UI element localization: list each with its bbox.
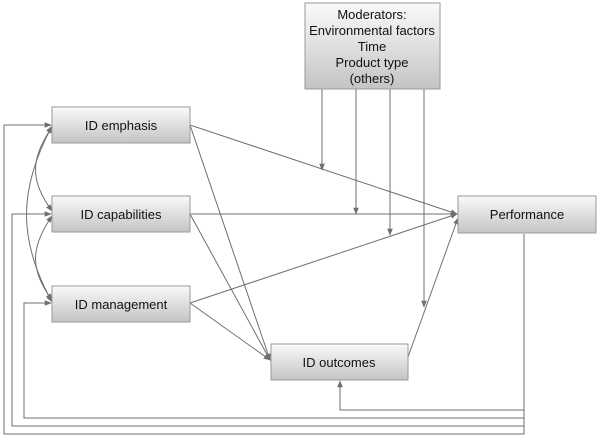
node-id-capabilities: ID capabilities [51, 195, 191, 233]
feedback-to-management [23, 234, 525, 419]
corr-emphasis-capabilities [35, 126, 53, 212]
id-emphasis-box [51, 106, 191, 144]
id-capabilities-label: ID capabilities [81, 207, 162, 222]
management-to-outcomes [189, 302, 271, 361]
id-emphasis-label: ID emphasis [85, 118, 158, 133]
node-moderators: Moderators: Environmental factors Time P… [304, 2, 441, 90]
corr-capabilities-management [35, 215, 53, 301]
id-management-box [51, 285, 191, 323]
node-id-outcomes: ID outcomes [270, 343, 409, 381]
emphasis-to-performance [189, 124, 458, 215]
capabilities-to-outcomes [189, 213, 271, 361]
node-id-emphasis: ID emphasis [51, 106, 191, 144]
outcomes-to-performance [407, 217, 459, 358]
moderators-line-3: Time [358, 39, 386, 54]
moderators-line-4: Product type [336, 55, 409, 70]
moderators-line-5: (others) [350, 71, 395, 86]
moderators-line-1: Moderators: [337, 7, 406, 22]
emphasis-to-outcomes [189, 124, 271, 361]
moderators-line-2: Environmental factors [309, 23, 435, 38]
id-outcomes-label: ID outcomes [303, 355, 376, 370]
connectors [3, 89, 525, 435]
moderators-box [304, 2, 441, 90]
management-to-performance [189, 213, 458, 304]
performance-label: Performance [490, 207, 564, 222]
corr-emphasis-management [26, 125, 53, 303]
feedback-to-outcomes [337, 234, 525, 411]
node-performance: Performance [457, 195, 597, 234]
feedback-to-emphasis [3, 122, 525, 435]
id-management-label: ID management [75, 297, 168, 312]
id-outcomes-box [270, 343, 409, 381]
id-capabilities-box [51, 195, 191, 233]
performance-box [457, 195, 597, 234]
node-id-management: ID management [51, 285, 191, 323]
